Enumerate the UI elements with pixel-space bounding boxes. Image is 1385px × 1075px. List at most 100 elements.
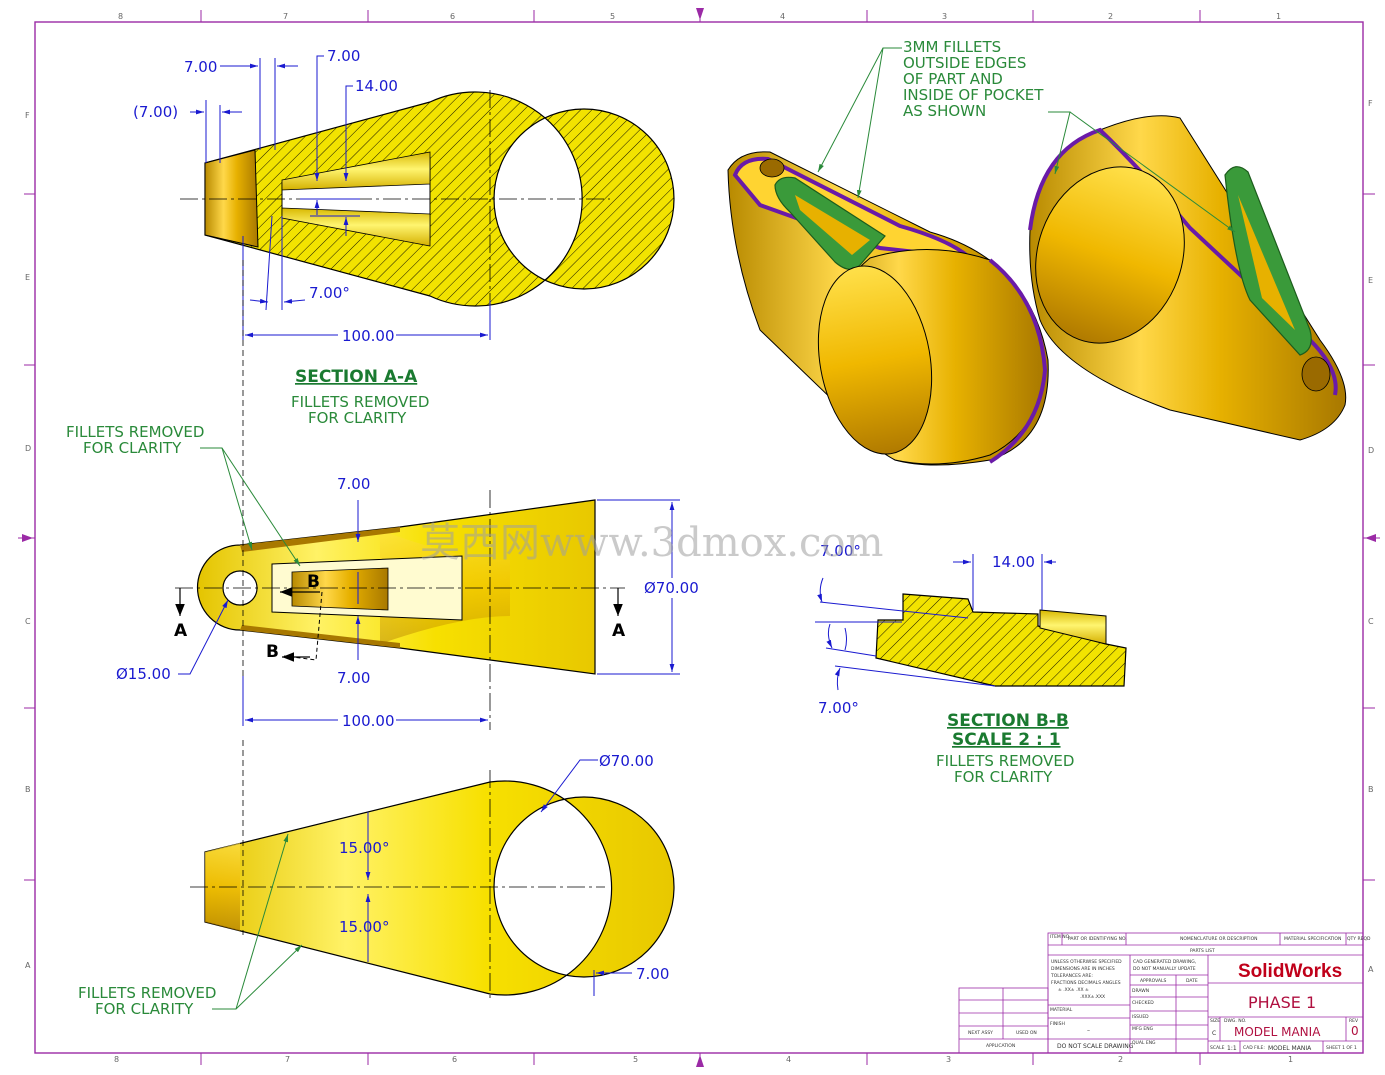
- section-aa-dim-4: 14.00: [355, 77, 398, 95]
- front-view-slot-inner: [291, 567, 389, 611]
- tb-cad-file: MODEL MANIA: [1268, 1045, 1312, 1052]
- tb-title: PHASE 1: [1248, 993, 1316, 1012]
- zone-col-5-top: 5: [610, 12, 615, 21]
- iso-note-1: 3MM FILLETS: [903, 38, 1001, 56]
- section-bb-dim-angle-top: 7.00°: [820, 542, 861, 560]
- section-aa-dim-3: (7.00): [133, 103, 178, 121]
- tb-company: SolidWorks: [1238, 961, 1342, 982]
- tb-material-spec: MATERIAL SPECIFICATION: [1284, 936, 1341, 942]
- top-note-1: FILLETS REMOVED: [78, 984, 216, 1002]
- section-bb-lip: [1039, 609, 1107, 645]
- iso-left-edge: [988, 258, 1048, 464]
- tb-no-scale: DO NOT SCALE DRAWING: [1057, 1043, 1134, 1050]
- zone-row-b-right: B: [1368, 785, 1374, 794]
- front-dim-diameter-big: Ø70.00: [644, 579, 699, 597]
- zone-col-8-top: 8: [118, 12, 123, 21]
- top-view: Ø70.00 15.00° 15.00° 7.00 FILLETS REMOVE…: [78, 740, 675, 1018]
- tb-tol-5: ± .XX± .XX ±: [1058, 987, 1089, 993]
- tb-rev: 0: [1351, 1024, 1359, 1038]
- tb-cad-2: DO NOT MANUALLY UPDATE: [1133, 966, 1196, 972]
- tb-next-assy: NEXT ASSY: [968, 1030, 993, 1036]
- tb-date: DATE: [1186, 978, 1198, 984]
- tb-qual-eng: QUAL ENG: [1132, 1040, 1156, 1046]
- zone-labels: 8 7 6 5 4 3 2 1 8 7 6 5 4 3 2 1 F E D C …: [25, 12, 1374, 1064]
- zone-col-2-bottom: 2: [1118, 1055, 1123, 1064]
- section-aa-dim-2: 7.00: [327, 47, 360, 65]
- tb-dash: –: [1087, 1027, 1090, 1034]
- front-dim-top: 7.00: [337, 475, 370, 493]
- zone-row-a-left: A: [25, 961, 31, 970]
- zone-col-1-top: 1: [1276, 12, 1281, 21]
- iso-left-pocket-inner: [795, 195, 870, 255]
- section-label-a-left: A: [174, 621, 188, 641]
- section-bb-title: SECTION B-B: [947, 711, 1069, 731]
- section-label-b-top: B: [307, 572, 320, 592]
- tb-tol-2: DIMENSIONS ARE IN INCHES: [1051, 966, 1115, 972]
- tb-parts-list: PARTS LIST: [1190, 948, 1215, 954]
- zone-row-b-left: B: [25, 785, 31, 794]
- tb-mfg-eng: MFG ENG: [1132, 1026, 1154, 1032]
- zone-col-1-bottom: 1: [1288, 1055, 1293, 1064]
- section-bb-note-1: FILLETS REMOVED: [936, 752, 1074, 770]
- top-dim-angle-bottom: 15.00°: [339, 918, 389, 936]
- zone-row-e-left: E: [25, 273, 30, 282]
- section-aa-dim-angle: 7.00°: [309, 284, 350, 302]
- zone-row-f-right: F: [1368, 99, 1373, 108]
- front-view-rim-bottom: [240, 625, 400, 648]
- isometric-view-left: [727, 151, 1049, 466]
- iso-right-rim: [1028, 127, 1338, 396]
- tb-sheet: SHEET 1 OF 1: [1326, 1045, 1357, 1051]
- zone-row-d-left: D: [25, 444, 31, 453]
- tb-size-label: SIZE: [1210, 1018, 1220, 1024]
- front-view: A A B B 7.00 7.00 Ø70.00 Ø15.00 100.00 F…: [66, 260, 699, 730]
- tb-used-on: USED ON: [1016, 1030, 1037, 1036]
- tb-approvals: APPROVALS: [1140, 978, 1166, 984]
- zone-row-c-left: C: [25, 617, 31, 626]
- zone-col-8-bottom: 8: [114, 1055, 119, 1064]
- zone-col-7-top: 7: [283, 12, 288, 21]
- iso-note-5: AS SHOWN: [903, 102, 986, 120]
- tb-application: APPLICATION: [986, 1043, 1015, 1049]
- section-bb-body: [875, 593, 1127, 687]
- top-dim-thickness: 7.00: [636, 965, 669, 983]
- zone-col-5-bottom: 5: [633, 1055, 638, 1064]
- isometric-view-right: [1028, 115, 1347, 441]
- front-note-1: FILLETS REMOVED: [66, 423, 204, 441]
- zone-col-6-bottom: 6: [452, 1055, 457, 1064]
- top-dim-angle-top: 15.00°: [339, 839, 389, 857]
- iso-note-4: INSIDE OF POCKET: [903, 86, 1044, 104]
- tb-nomenclature: NOMENCLATURE OR DESCRIPTION: [1180, 936, 1257, 942]
- tb-drawn: DRAWN: [1132, 988, 1149, 994]
- tb-checked: CHECKED: [1132, 1000, 1154, 1006]
- tb-issued: ISSUED: [1132, 1014, 1149, 1020]
- front-view-rim-top: [240, 527, 400, 552]
- tb-qty: QTY REQD: [1347, 936, 1371, 942]
- isometric-note: 3MM FILLETS OUTSIDE EDGES OF PART AND IN…: [817, 38, 1236, 233]
- section-aa-end: [204, 149, 259, 248]
- section-bb-dim-width: 14.00: [992, 553, 1035, 571]
- tb-cad-file-label: CAD FILE:: [1243, 1045, 1265, 1051]
- section-aa-dim-length: 100.00: [342, 327, 395, 345]
- section-label-b-bottom: B: [266, 642, 279, 662]
- tb-tol-3: TOLERANCES ARE:: [1050, 973, 1093, 979]
- watermark: 莫西网www.3dmox.com: [420, 520, 883, 566]
- zone-col-4-top: 4: [780, 12, 785, 21]
- section-aa-view: 7.00 7.00 (7.00) 14.00 7.00° 100.00 SECT…: [133, 47, 675, 427]
- sheet-border: [18, 8, 1380, 1067]
- zone-row-c-right: C: [1368, 617, 1374, 626]
- tb-item-no: ITEM NO.: [1050, 934, 1070, 940]
- title-block: [958, 932, 1364, 1054]
- section-aa-title: SECTION A-A: [295, 367, 418, 387]
- iso-left-bore: [817, 265, 933, 455]
- zone-row-f-left: F: [25, 111, 30, 120]
- section-bb-scale: SCALE 2 : 1: [952, 730, 1061, 750]
- iso-note-2: OUTSIDE EDGES: [903, 54, 1026, 72]
- zone-col-3-bottom: 3: [946, 1055, 951, 1064]
- section-bb-dim-angle-bottom: 7.00°: [818, 699, 859, 717]
- iso-right-pocket-inner: [1238, 195, 1295, 330]
- section-aa-pocket-lower: [281, 207, 431, 247]
- front-dim-bottom: 7.00: [337, 669, 370, 687]
- tb-dwg-no: MODEL MANIA: [1234, 1025, 1321, 1039]
- tb-cad-1: CAD GENERATED DRAWING,: [1133, 959, 1196, 965]
